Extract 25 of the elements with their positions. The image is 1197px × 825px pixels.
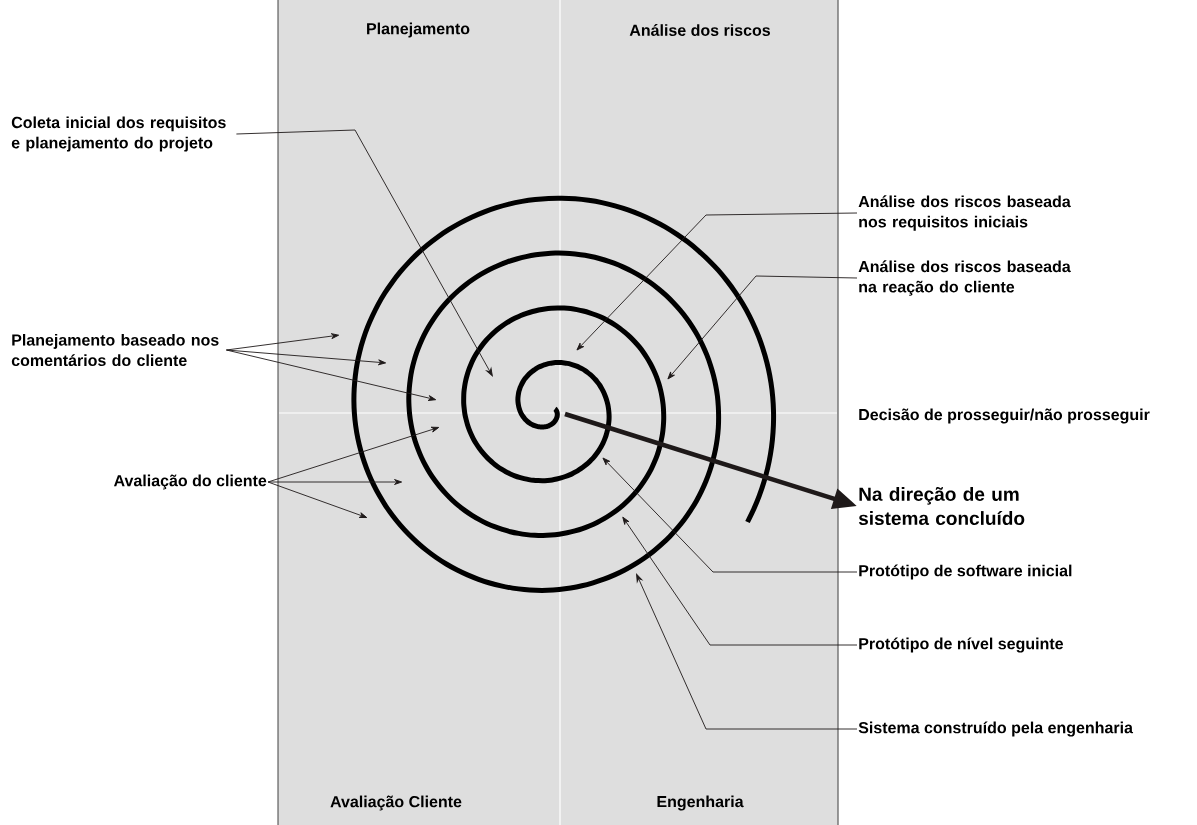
leader-line	[235, 129, 493, 377]
leader-line	[622, 516, 858, 646]
note-text: Decisão de prosseguir/não prosseguir	[859, 408, 1150, 424]
leader-line	[667, 275, 858, 380]
leader-line	[602, 457, 858, 573]
callout-text: Protótipo de nível seguinte	[859, 637, 1063, 653]
leader-line	[267, 479, 403, 485]
callout-text: Na direção de um sistema concluído	[858, 486, 1025, 526]
leader-line	[225, 349, 387, 366]
leader-line	[636, 573, 858, 730]
callout-text: Análise dos riscos baseada nos requisitos iniciais	[858, 195, 1071, 231]
callout-text: Avaliação do cliente	[113, 474, 267, 490]
callout-text: Coleta inicial dos requisitos e planejamento do projeto	[11, 116, 226, 152]
quadrant-label: Engenharia	[657, 795, 744, 811]
callout-text: Sistema construído pela engenharia	[858, 721, 1134, 737]
leader-line	[225, 333, 340, 351]
leader-line	[225, 349, 437, 401]
quadrant-label: Avaliação Cliente	[330, 795, 462, 811]
callout-text: Protótipo de software inicial	[859, 564, 1072, 580]
callout-text: Análise dos riscos baseada na reação do cliente	[858, 260, 1071, 296]
leader-line	[576, 212, 858, 351]
quadrant-label: Análise dos riscos	[629, 24, 771, 36]
leader-line	[267, 481, 368, 518]
quadrant-label: Planejamento	[367, 22, 470, 38]
callout-text: Planejamento baseado nos comentários do cliente	[11, 333, 219, 367]
